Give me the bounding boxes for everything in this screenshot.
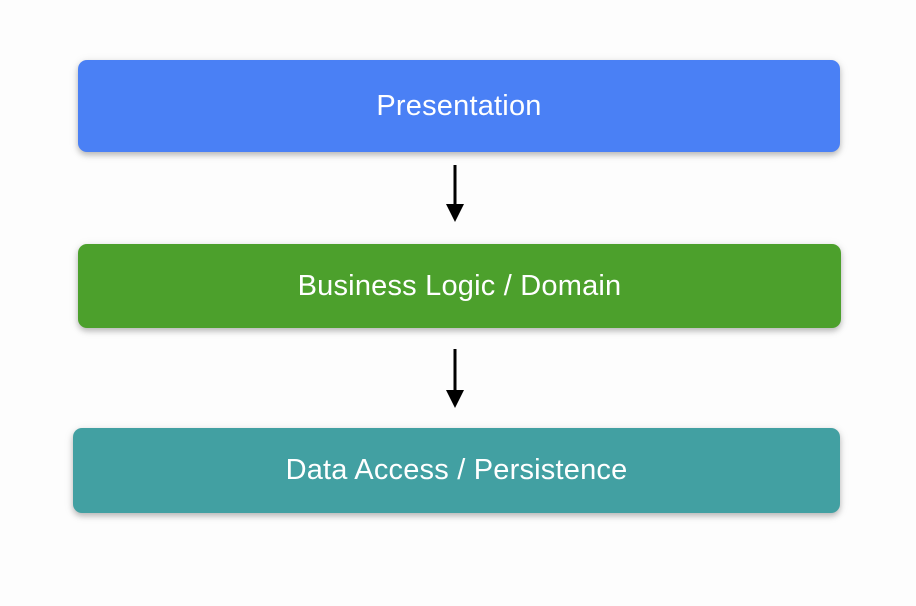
- layer-label-business-logic: Business Logic / Domain: [297, 269, 622, 302]
- arrow-business-to-data: [437, 348, 473, 410]
- layer-box-business-logic[interactable]: Business Logic / Domain: [78, 244, 841, 328]
- layer-box-presentation[interactable]: Presentation: [78, 60, 840, 152]
- arrow-presentation-to-business: [437, 164, 473, 224]
- layer-box-data-access[interactable]: Data Access / Persistence: [73, 428, 840, 513]
- layer-label-data-access: Data Access / Persistence: [285, 454, 628, 486]
- layer-label-presentation: Presentation: [376, 89, 542, 122]
